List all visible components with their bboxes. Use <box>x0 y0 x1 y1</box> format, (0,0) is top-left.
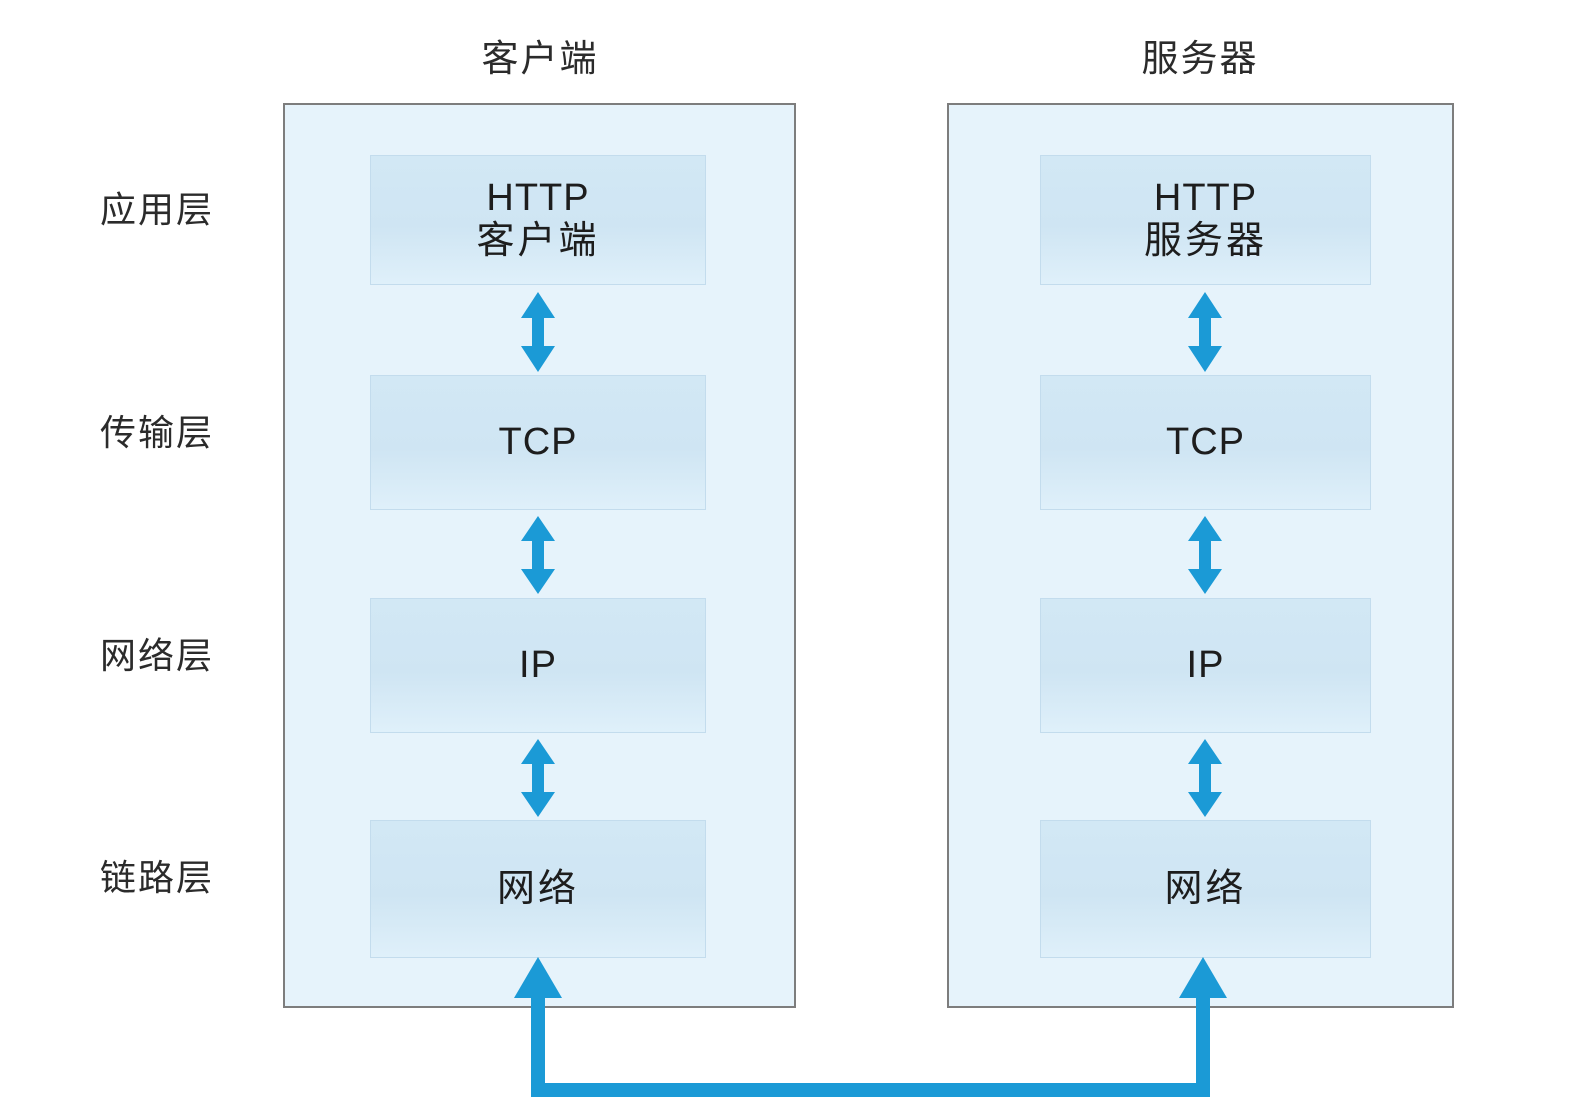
layer-label-network: 网络层 <box>100 635 215 676</box>
client-column-title: 客户端 <box>481 38 599 79</box>
server-box-http-line2: 服务器 <box>1143 220 1267 262</box>
client-box-ip-line1: IP <box>519 644 557 687</box>
client-arrow-network-link-icon <box>521 739 555 817</box>
server-arrow-app-transport-icon <box>1188 292 1222 372</box>
client-arrow-app-transport-icon <box>521 292 555 372</box>
client-box-ip[interactable]: IP <box>370 598 714 741</box>
client-box-network[interactable]: 网络 <box>370 820 714 966</box>
server-box-network-line1: 网络 <box>1164 867 1247 910</box>
client-box-http[interactable]: HTTP 客户端 <box>370 155 714 293</box>
client-box-http-line1: HTTP <box>486 177 590 220</box>
server-box-ip-line1: IP <box>1186 644 1225 687</box>
client-box-tcp-line1: TCP <box>498 421 578 464</box>
server-box-http-line1: HTTP <box>1153 177 1258 220</box>
server-arrow-network-link-icon <box>1188 739 1222 817</box>
server-box-tcp-line1: TCP <box>1166 421 1245 464</box>
server-box-http[interactable]: HTTP 服务器 <box>1040 155 1379 293</box>
layer-label-link: 链路层 <box>100 857 215 898</box>
client-box-http-line2: 客户端 <box>476 220 600 262</box>
client-box-tcp[interactable]: TCP <box>370 375 714 518</box>
server-box-network[interactable]: 网络 <box>1040 820 1379 966</box>
client-box-network-line1: 网络 <box>496 867 579 910</box>
layer-label-transport: 传输层 <box>100 412 215 453</box>
server-arrow-transport-network-icon <box>1188 516 1222 594</box>
server-box-ip[interactable]: IP <box>1040 598 1379 741</box>
server-column-title: 服务器 <box>1141 38 1259 79</box>
layer-label-application: 应用层 <box>100 189 215 230</box>
server-box-tcp[interactable]: TCP <box>1040 375 1379 518</box>
client-arrow-transport-network-icon <box>521 516 555 594</box>
